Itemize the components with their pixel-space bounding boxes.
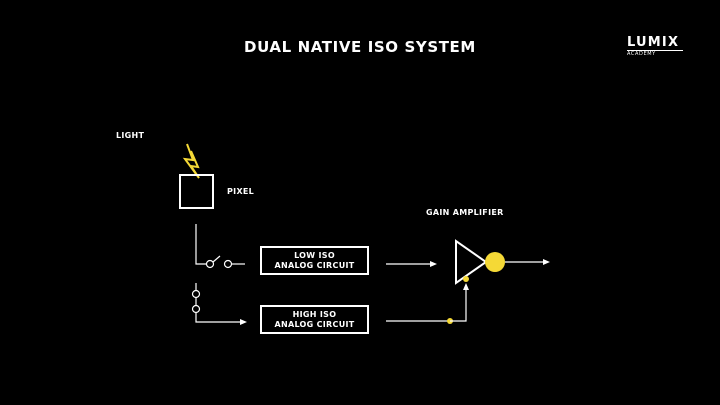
amplifier-gain-control-dot — [463, 276, 469, 282]
lumix-academy-logo: LUMIX ACADEMY — [627, 36, 687, 58]
low-output-arrowhead — [430, 261, 437, 267]
high-to-amplifier-wire — [450, 290, 467, 322]
high-switch-contact-top — [191, 289, 201, 299]
logo-rule — [627, 50, 683, 51]
square-pixel-icon — [179, 174, 214, 209]
low-switch-lever — [212, 255, 221, 263]
pixel-to-low-switch-wire — [195, 224, 206, 265]
high-to-amplifier-arrowhead — [463, 283, 469, 290]
amplifier-triangle-icon — [455, 239, 488, 285]
low-iso-line1: LOW ISO — [294, 250, 335, 260]
high-switch-contact-bottom — [191, 304, 201, 314]
high-iso-circuit-box: HIGH ISO ANALOG CIRCUIT — [260, 305, 369, 334]
low-switch-contact-left — [205, 259, 215, 269]
high-box-arrowhead — [240, 319, 247, 325]
logo-sub-text: ACADEMY — [627, 51, 656, 57]
pixel-label: PIXEL — [227, 187, 255, 196]
amplifier-output-arrowhead — [543, 259, 550, 265]
page-title: DUAL NATIVE ISO SYSTEM — [244, 38, 476, 56]
high-iso-line2: ANALOG CIRCUIT — [274, 319, 355, 329]
low-iso-circuit-box: LOW ISO ANALOG CIRCUIT — [260, 246, 369, 275]
amplifier-output-dot — [485, 252, 505, 272]
logo-main-text: LUMIX — [627, 35, 680, 50]
gain-amplifier-label: GAIN AMPLIFIER — [426, 208, 504, 217]
low-switch-contact-right — [223, 259, 233, 269]
light-label: LIGHT — [116, 131, 145, 140]
high-switch-to-box-wire — [195, 312, 241, 323]
low-iso-line2: ANALOG CIRCUIT — [274, 260, 355, 270]
lightning-bolt-icon — [182, 143, 200, 179]
high-iso-line1: HIGH ISO — [292, 309, 337, 319]
